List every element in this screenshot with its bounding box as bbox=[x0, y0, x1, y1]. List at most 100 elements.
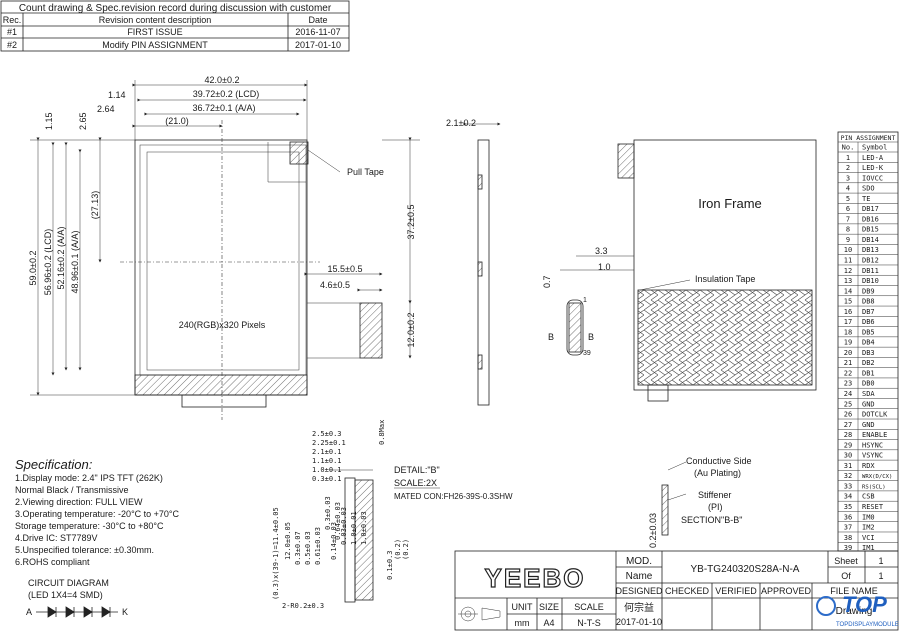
pin-number: 36 bbox=[844, 513, 852, 521]
pin-number: 25 bbox=[844, 400, 852, 408]
pin-symbol: RS(SCL) bbox=[862, 484, 886, 490]
pi-label: (PI) bbox=[708, 502, 723, 512]
pin-symbol: DB7 bbox=[862, 308, 875, 316]
pull-tape-label: Pull Tape bbox=[347, 167, 384, 177]
pin-header-no: No. bbox=[842, 144, 855, 152]
size-value: A4 bbox=[543, 618, 554, 628]
circuit-title: CIRCUIT DIAGRAM bbox=[28, 578, 109, 588]
pin-number: 27 bbox=[844, 421, 852, 429]
pin-header-symbol: Symbol bbox=[862, 144, 887, 152]
front-view: 42.0±0.2 1.14 39.72±0.2 (LCD) 2.64 36.72… bbox=[28, 75, 420, 420]
detail-vdim-0: (0.3)x(39-1)=11.4±0.05 bbox=[272, 507, 280, 600]
led-diode-icon bbox=[101, 606, 111, 618]
pin-number: 3 bbox=[846, 174, 850, 182]
projection-symbol-icon bbox=[458, 606, 501, 622]
pin-symbol: HSYNC bbox=[862, 441, 883, 449]
resolution-label: 240(RGB)x320 Pixels bbox=[179, 320, 266, 330]
pin-symbol: GND bbox=[862, 400, 875, 408]
pin-number: 26 bbox=[844, 411, 852, 419]
detail-vdim-6: 0.64±0.03 bbox=[334, 502, 342, 540]
dim-lcd-width: 39.72±0.2 (LCD) bbox=[193, 89, 259, 99]
dim-fpc-position: 37.2±0.5 bbox=[406, 205, 416, 240]
pin-number: 33 bbox=[844, 482, 852, 490]
pin-number: 28 bbox=[844, 431, 852, 439]
scale-label: SCALE bbox=[574, 602, 604, 612]
plating-label: (Au Plating) bbox=[694, 468, 741, 478]
dim-back-3: 0.7 bbox=[542, 275, 552, 288]
revision-header-desc: Revision content description bbox=[99, 15, 212, 25]
detail-label: DETAIL:"B" bbox=[394, 465, 440, 475]
revision-title: Count drawing & Spec.revision record dur… bbox=[19, 3, 332, 14]
back-view: Iron Frame Insulation Tape 3.3 1.0 0.7 B… bbox=[542, 139, 817, 402]
pin-number: 31 bbox=[844, 462, 852, 470]
revision-row-rec: #1 bbox=[7, 27, 17, 37]
pin-symbol: VCI bbox=[862, 534, 875, 542]
specification: Specification: 1.Display mode: 2.4" IPS … bbox=[15, 457, 180, 618]
pin-number: 17 bbox=[844, 318, 852, 326]
watermark-sub: TOPDISPLAYMODULE bbox=[836, 622, 899, 628]
revision-table: Count drawing & Spec.revision record dur… bbox=[0, 0, 350, 52]
pin-number: 13 bbox=[844, 277, 852, 285]
dim-back-1: 3.3 bbox=[595, 246, 608, 256]
iron-frame bbox=[633, 139, 817, 391]
pin-number: 11 bbox=[844, 257, 852, 265]
led-diode-icon bbox=[65, 606, 75, 618]
pin-symbol: DB1 bbox=[862, 369, 875, 377]
spec-title: Specification: bbox=[15, 457, 93, 472]
pin-symbol: DB4 bbox=[862, 339, 875, 347]
pin-number: 15 bbox=[844, 298, 852, 306]
insulation-tape bbox=[637, 289, 813, 386]
detail-dim-2: 2.1±0.1 bbox=[312, 448, 342, 456]
pin-symbol: DB13 bbox=[862, 246, 879, 254]
pin-number: 7 bbox=[846, 215, 850, 223]
dim-center-v: (27.13) bbox=[90, 191, 100, 220]
top-watermark: TOP TOPDISPLAYMODULE bbox=[816, 592, 899, 628]
insulation-label: Insulation Tape bbox=[695, 274, 755, 284]
detail-vdim-7: 0.14±0.03 bbox=[330, 522, 338, 560]
active-area bbox=[146, 151, 300, 371]
part-number: YB-TG240320S28A-N-A bbox=[691, 564, 800, 575]
of-label: Of bbox=[841, 571, 851, 581]
pin-number: 19 bbox=[844, 339, 852, 347]
pin-symbol: GND bbox=[862, 421, 875, 429]
dim-back-2: 1.0 bbox=[598, 262, 611, 272]
pull-tape bbox=[289, 141, 309, 165]
pin-symbol: RDX bbox=[862, 462, 875, 470]
led-diode-icon bbox=[47, 606, 57, 618]
spec-line: Storage temperature: -30°C to +80°C bbox=[15, 521, 164, 531]
detail-vdim-12: (0.2) bbox=[394, 539, 402, 560]
dim-width: 42.0±0.2 bbox=[205, 75, 240, 85]
spec-line: 4.Drive IC: ST7789V bbox=[15, 533, 98, 543]
revision-header-date: Date bbox=[308, 15, 327, 25]
bottom-seal bbox=[134, 374, 308, 396]
detail-dim-4: 1.0±0.1 bbox=[312, 466, 342, 474]
name-label: Name bbox=[626, 571, 653, 582]
pin-number: 10 bbox=[844, 246, 852, 254]
pin-number: 14 bbox=[844, 287, 852, 295]
pin-symbol: TE bbox=[862, 195, 870, 203]
pin-number: 29 bbox=[844, 441, 852, 449]
dim-offset: 1.14 bbox=[108, 90, 126, 100]
section-bb: Conductive Side (Au Plating) Stiffener (… bbox=[648, 456, 752, 548]
detail-dim-3: 1.1±0.1 bbox=[312, 457, 342, 465]
detail-vdim-9: 1.0±0.01 bbox=[350, 511, 358, 545]
pin-number: 8 bbox=[846, 226, 850, 234]
stiffener-label: Stiffener bbox=[698, 490, 731, 500]
pin-number: 20 bbox=[844, 349, 852, 357]
pin-number: 1 bbox=[846, 154, 850, 162]
detail-dim-max: 0.8Max bbox=[378, 420, 386, 445]
pin-symbol: LED-K bbox=[862, 164, 884, 172]
pin-symbol: DB10 bbox=[862, 277, 879, 285]
pin-symbol: WRX(D/CX) bbox=[862, 474, 892, 480]
pin-number: 5 bbox=[846, 195, 850, 203]
sheet-label: Sheet bbox=[834, 556, 858, 566]
dim-offset-aa: 2.64 bbox=[97, 104, 115, 114]
sheet-value: 1 bbox=[878, 556, 883, 566]
detail-vdim-2: 0.3±0.07 bbox=[294, 531, 302, 565]
detail-dim-0: 2.5±0.3 bbox=[312, 430, 342, 438]
dim-center: (21.0) bbox=[165, 116, 189, 126]
pin-symbol: DB17 bbox=[862, 205, 879, 213]
detail-b: 2.5±0.3 2.25±0.1 2.1±0.1 1.1±0.1 1.0±0.1… bbox=[272, 420, 513, 610]
spec-line: 1.Display mode: 2.4" IPS TFT (262K) bbox=[15, 473, 163, 483]
